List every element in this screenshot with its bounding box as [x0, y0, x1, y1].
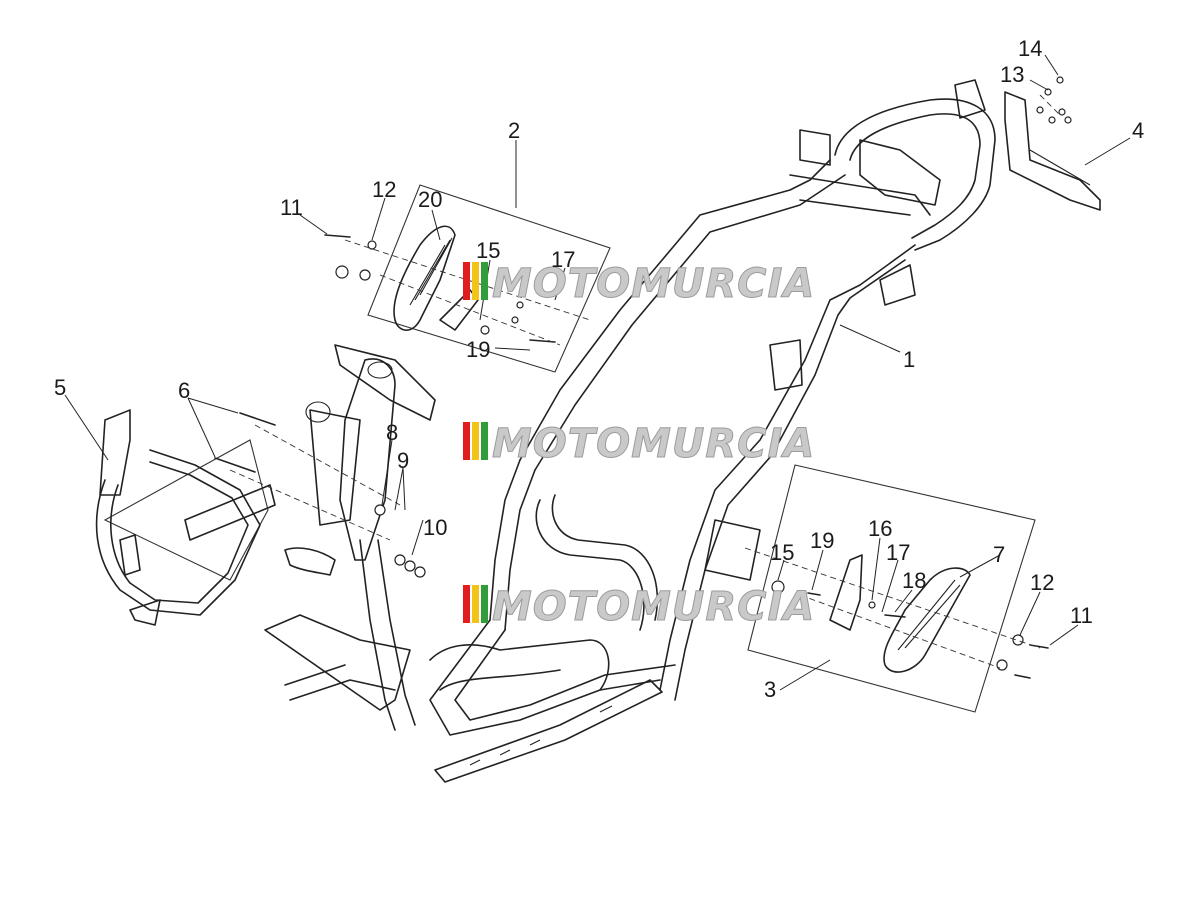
watermark-bottom: MOTOMURCIA [463, 584, 815, 631]
callout-labels: 1 2 3 4 5 6 7 8 9 10 11 12 20 15 17 19 1… [54, 36, 1144, 702]
callout-12-right: 12 [1030, 570, 1054, 595]
callout-19-top: 19 [466, 337, 490, 362]
rear-plate-4 [1004, 76, 1101, 211]
callout-7: 7 [993, 542, 1005, 567]
callout-9: 9 [397, 448, 409, 473]
group-box-5-bracket [103, 439, 269, 581]
callout-17-top: 17 [551, 247, 575, 272]
group-box-2 [367, 184, 611, 373]
callout-11-left: 11 [280, 195, 303, 220]
callout-14: 14 [1018, 36, 1042, 61]
callout-5: 5 [54, 375, 66, 400]
callout-15-top: 15 [476, 238, 500, 263]
callout-20: 20 [418, 187, 442, 212]
callout-16: 16 [868, 516, 892, 541]
callout-6: 6 [178, 378, 190, 403]
svg-text:MOTOMURCIA: MOTOMURCIA [492, 584, 815, 630]
callout-1: 1 [903, 347, 915, 372]
callout-17-bottom: 17 [886, 540, 910, 565]
group-box-3 [747, 464, 1036, 713]
footrest-right-3 [771, 554, 1049, 679]
bolts-6 [214, 412, 276, 473]
callout-11-right: 11 [1070, 603, 1093, 628]
svg-text:MOTOMURCIA: MOTOMURCIA [492, 261, 815, 307]
callout-8: 8 [386, 420, 398, 445]
callout-13: 13 [1000, 62, 1024, 87]
callout-3: 3 [764, 677, 776, 702]
watermark-top: MOTOMURCIA [463, 261, 815, 308]
watermark-middle: MOTOMURCIA [463, 421, 815, 468]
callout-18: 18 [902, 568, 926, 593]
callout-15-bottom: 15 [770, 540, 794, 565]
svg-text:MOTOMURCIA: MOTOMURCIA [492, 421, 815, 467]
front-bracket-5 [95, 409, 276, 626]
callout-4: 4 [1132, 118, 1144, 143]
callout-19-bottom: 19 [810, 528, 834, 553]
leader-lines [64, 54, 1131, 691]
callout-10: 10 [423, 515, 447, 540]
main-frame [264, 79, 996, 783]
callout-12-left: 12 [372, 177, 396, 202]
callout-2: 2 [508, 118, 520, 143]
